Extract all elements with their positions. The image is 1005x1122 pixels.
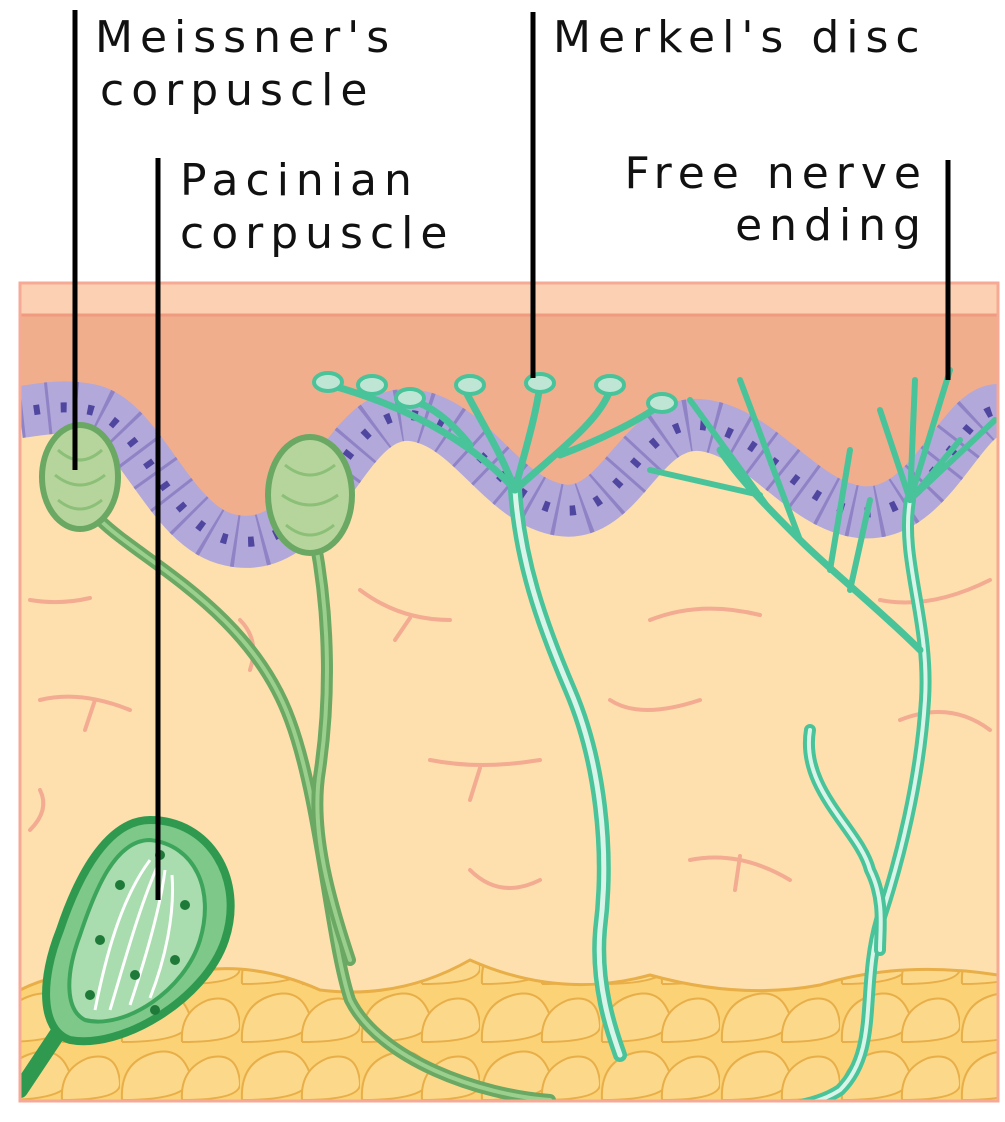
skin-section	[20, 283, 998, 1110]
stratum-corneum	[20, 283, 998, 315]
meissner-label-line1: Meissner's	[95, 12, 396, 63]
meissner-label-line2: corpuscle	[100, 65, 374, 116]
merkel-label: Merkel's disc	[553, 12, 927, 63]
free-nerve-label-line1: Free nerve	[624, 148, 928, 199]
free-nerve-label-line2: ending	[735, 200, 928, 251]
pacinian-label-line2: corpuscle	[180, 208, 454, 259]
pacinian-label-line1: Pacinian	[180, 155, 419, 206]
